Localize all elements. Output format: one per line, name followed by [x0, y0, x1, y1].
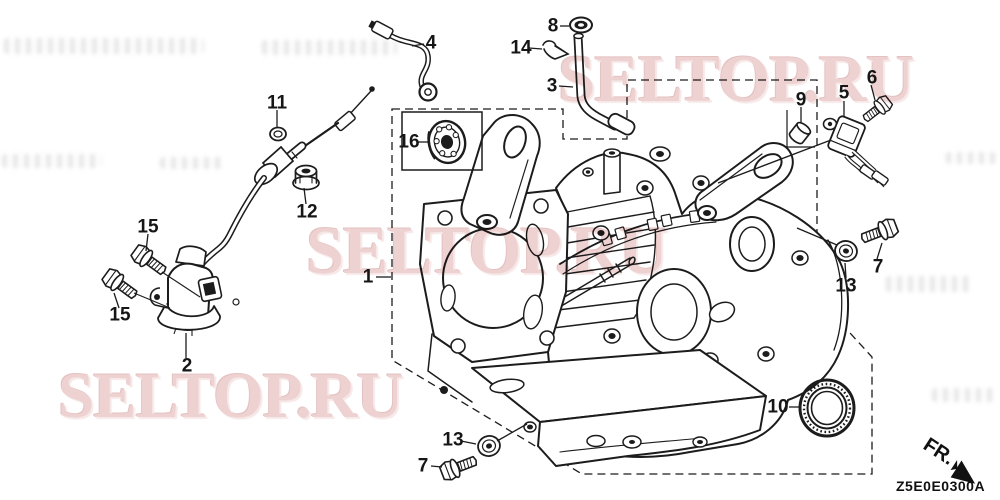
- watermark-top-right: SELTOP.RU: [558, 42, 914, 116]
- callout-13-bottom[interactable]: 13: [442, 429, 464, 451]
- callout-13-right[interactable]: 13: [835, 275, 857, 297]
- scan-noise: [160, 157, 222, 169]
- part-15-bolts: [99, 241, 201, 309]
- watermark-middle: SELTOP.RU: [306, 212, 668, 288]
- part-12-nut: [292, 164, 320, 191]
- part-4-tube: [368, 20, 438, 102]
- base-flange: [427, 333, 767, 467]
- callout-14[interactable]: 14: [510, 37, 532, 59]
- assembly-dashed-boundary: [391, 79, 873, 475]
- callout-7-right[interactable]: 7: [872, 256, 884, 278]
- part-3-tube: [573, 32, 636, 136]
- callout-3[interactable]: 3: [546, 75, 558, 97]
- leader-lines: [113, 25, 883, 468]
- scan-noise: [946, 152, 996, 164]
- part-14-clip: [542, 40, 570, 60]
- part-2-oil-level-switch: [149, 245, 240, 336]
- scan-noise: [262, 40, 397, 55]
- callout-5[interactable]: 5: [838, 82, 850, 104]
- cylinder-gasket: [419, 189, 569, 363]
- callout-4[interactable]: 4: [425, 32, 437, 54]
- callout-11[interactable]: 11: [266, 92, 288, 114]
- callout-1[interactable]: 1: [362, 266, 374, 288]
- scan-noise: [4, 38, 204, 54]
- callout-6[interactable]: 6: [866, 67, 878, 89]
- callout-2[interactable]: 2: [181, 355, 193, 377]
- callout-16[interactable]: 16: [398, 131, 420, 153]
- part-10-oil-seal: [798, 378, 856, 438]
- diagram-code: Z5E0E0300A: [896, 478, 985, 494]
- part-9-bushing: [786, 110, 815, 148]
- callout-12[interactable]: 12: [296, 201, 318, 223]
- part-16-radial-ball-bearing: [401, 111, 483, 171]
- part-7-bolt-right: [857, 215, 901, 249]
- scan-noise: [886, 276, 974, 292]
- callout-10[interactable]: 10: [767, 396, 789, 418]
- callout-15-lower[interactable]: 15: [109, 304, 131, 326]
- callout-15-upper[interactable]: 15: [137, 216, 159, 238]
- watermark-bottom-left: SELTOP.RU: [58, 360, 404, 432]
- part-13-washer-bottom: [474, 432, 504, 460]
- callout-8[interactable]: 8: [547, 15, 559, 37]
- left-bracket: [460, 114, 541, 236]
- part-5-sensor: [822, 115, 889, 188]
- scan-noise: [932, 388, 998, 402]
- callout-7-bottom[interactable]: 7: [417, 455, 429, 477]
- part-8-washer: [569, 16, 593, 34]
- right-bracket: [694, 142, 794, 222]
- scan-noise: [2, 154, 102, 168]
- throttle-cable-assembly: [199, 86, 375, 267]
- part-7-bolt-bottom: [437, 450, 481, 484]
- callout-9[interactable]: 9: [795, 89, 807, 111]
- fr-label: FR.: [919, 434, 958, 470]
- cylinder-barrel-assembly: [419, 114, 849, 467]
